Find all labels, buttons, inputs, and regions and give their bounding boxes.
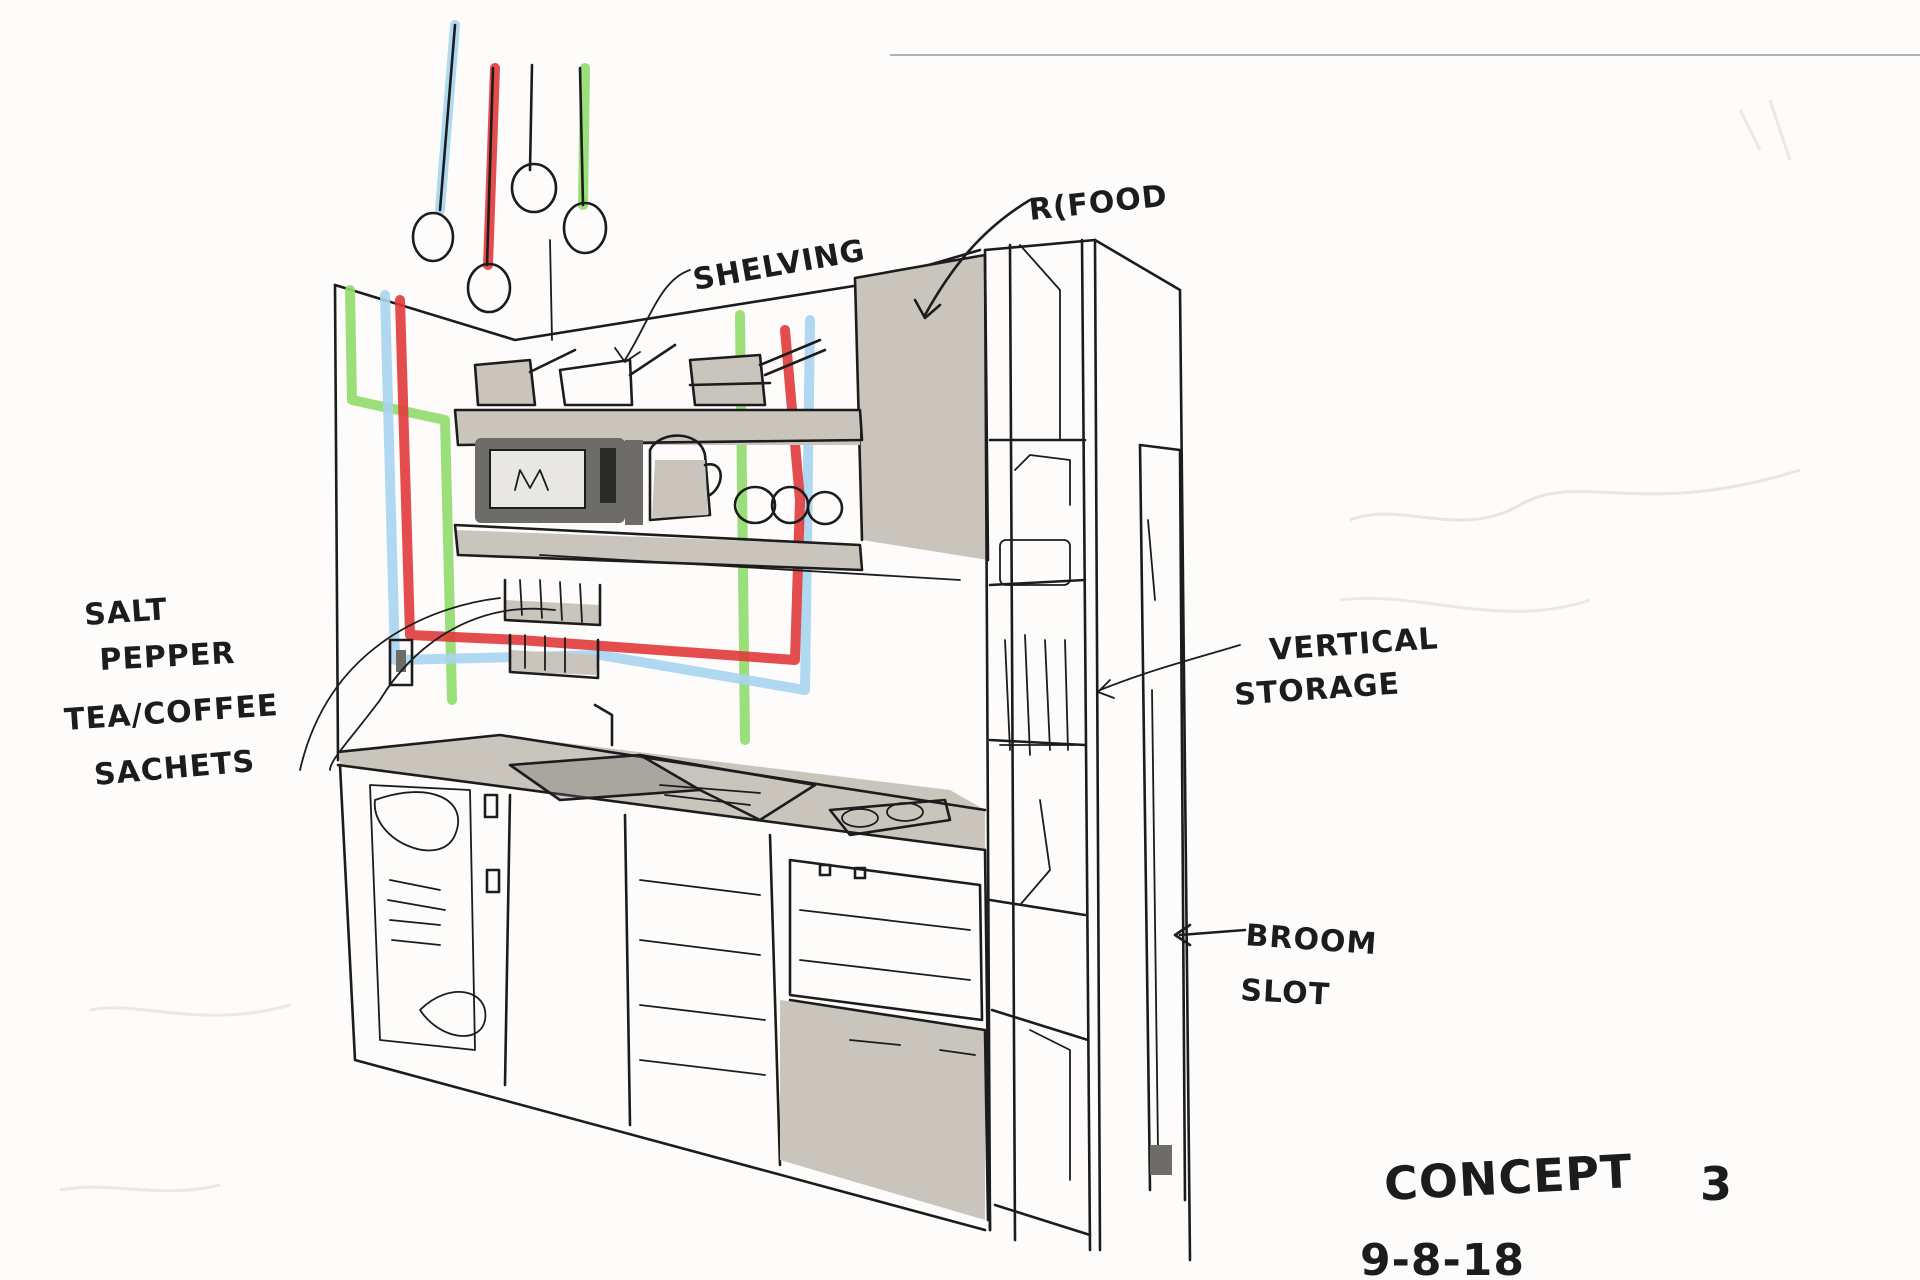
leader-shelving: [624, 269, 691, 361]
leader-vertical-storage: [1099, 644, 1241, 691]
pendant-bulb-2: [466, 262, 512, 314]
label-tea-coffee: TEA/COFFEE: [63, 688, 280, 738]
label-slot: SLOT: [1240, 973, 1331, 1013]
pendant-lights: [411, 20, 608, 341]
label-concept: CONCEPT: [1383, 1144, 1634, 1211]
pendant-bulb-1: [411, 211, 455, 263]
leader-salt-pepper-2: [299, 597, 501, 771]
label-date: 9-8-18: [1360, 1235, 1525, 1280]
faint-pencil-scribbles: [59, 99, 1801, 1193]
base-cabinets: [338, 763, 992, 1232]
label-sachets: SACHETS: [93, 744, 257, 793]
label-pepper: PEPPER: [99, 636, 237, 678]
label-broom: BROOM: [1244, 918, 1378, 962]
label-vertical: VERTICAL: [1268, 621, 1439, 668]
pendant-bulb-3: [510, 162, 558, 214]
label-concept-number: 3: [1700, 1157, 1733, 1211]
countertop: [336, 703, 987, 852]
label-storage: STORAGE: [1233, 666, 1401, 712]
microwave-door: [489, 449, 586, 509]
leader-salt-pepper: [329, 607, 556, 771]
pot-shelf-item: [999, 539, 1071, 586]
pendant-bulb-4: [562, 201, 608, 255]
sachet-racks: [388, 578, 602, 687]
label-salt: SALT: [83, 592, 169, 633]
upper-shelves: [453, 338, 961, 581]
light-switch: [388, 638, 414, 687]
cup-3: [806, 490, 844, 526]
cup-1: [733, 485, 777, 525]
broom-head: [1150, 1145, 1172, 1175]
label-refood: R(FOOD: [1027, 179, 1169, 228]
tall-storage-unit: [853, 198, 1247, 1262]
